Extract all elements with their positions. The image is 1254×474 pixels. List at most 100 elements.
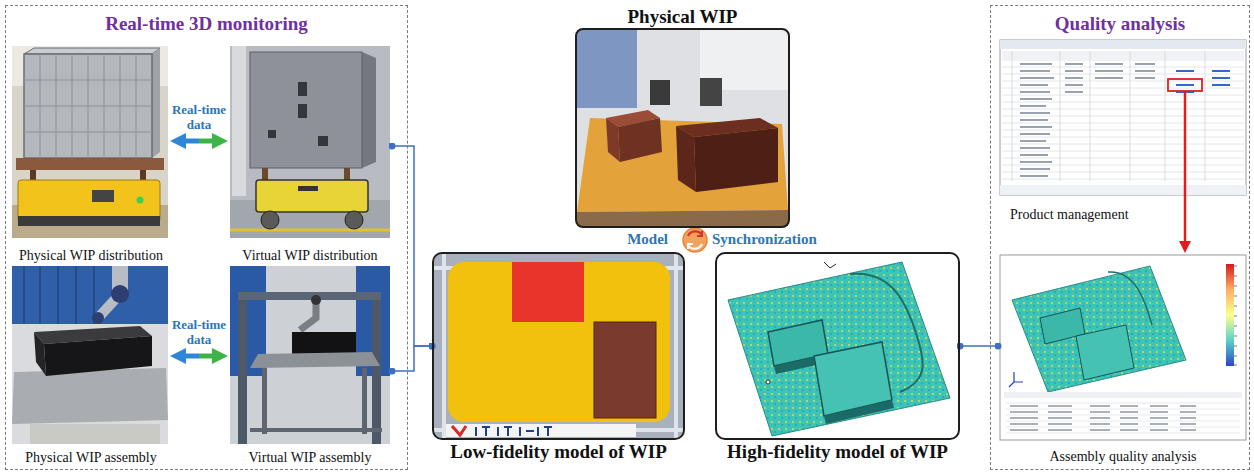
box-title: Physical WIP <box>537 6 828 28</box>
low-fidelity-render-part <box>446 424 636 437</box>
quality-screenshot-part <box>1076 325 1134 380</box>
photo-panel: Physical WIP assembly <box>12 266 170 466</box>
agv-render-part <box>298 82 307 96</box>
agv-photo-part <box>140 170 146 180</box>
wip-photo-part <box>676 126 696 192</box>
agv-render-part <box>230 46 390 238</box>
agv-photo-part <box>24 54 152 158</box>
agv-photo-part <box>137 197 144 204</box>
table-screenshot-part <box>1184 91 1187 223</box>
agv-photo-part <box>18 216 160 226</box>
agv-render-part <box>268 130 276 138</box>
image-caption: Product management <box>1010 207 1129 223</box>
table-screenshot-part <box>1000 40 1246 49</box>
low-fidelity-render-part <box>434 254 683 438</box>
quality-screenshot-part <box>1000 255 1246 440</box>
assembly-render-part <box>292 332 356 354</box>
wip-photo-part <box>700 78 722 106</box>
assembly-photo-part <box>30 424 160 444</box>
agv-photo-part <box>24 54 152 158</box>
quality-screenshot-part <box>1226 264 1234 366</box>
agv-render-part <box>250 52 362 168</box>
photo-box: Physical WIP <box>575 28 790 228</box>
dashed-panel: Physical WIP distributionVirtual WIP dis… <box>5 5 408 470</box>
wip-photo-part <box>577 210 788 226</box>
assembly-render-part <box>230 266 390 444</box>
assembly-render-part <box>250 352 380 368</box>
assembly-photo-part <box>12 266 168 324</box>
assembly-render-part <box>250 428 382 432</box>
image-caption: Assembly quality analysis <box>992 449 1254 465</box>
wip-photo-part <box>577 30 637 108</box>
connector <box>392 346 432 371</box>
wip-photo <box>577 30 788 226</box>
assembly-photo-part <box>92 312 104 324</box>
quality-screenshot-part <box>1010 406 1196 430</box>
low-fidelity-render-part <box>448 262 670 422</box>
quality-screenshot <box>1000 255 1246 440</box>
table-screenshot-part <box>1002 60 1244 179</box>
wip-photo-part <box>694 128 778 192</box>
table-screenshot-part <box>1002 51 1244 59</box>
image-caption: Physical WIP assembly <box>6 450 176 466</box>
box-caption: Low-fidelity model of WIP <box>394 441 723 463</box>
low-fidelity-render-part <box>594 322 656 418</box>
image-caption: Virtual WIP distribution <box>222 248 398 264</box>
connector-group <box>178 141 1185 371</box>
sync-icon <box>683 228 707 252</box>
sync-icon-part <box>688 244 693 249</box>
sync-label: Model <box>598 231 668 248</box>
screenshot-panel: Assembly quality analysis <box>998 253 1248 465</box>
assembly-render <box>230 266 390 444</box>
quality-screenshot-part <box>1108 272 1152 325</box>
render-panel: Virtual WIP distribution <box>228 46 392 264</box>
connector <box>392 146 432 346</box>
sync-icon-part <box>683 228 707 252</box>
agv-render-part <box>298 186 318 191</box>
wip-photo-part <box>577 30 788 226</box>
assembly-photo-part <box>24 266 94 324</box>
table-screenshot-part <box>1000 40 1246 195</box>
connector-line <box>392 346 432 371</box>
table-screenshot <box>1000 40 1246 223</box>
connector-line <box>178 354 199 359</box>
agv-photo <box>12 46 168 238</box>
sync-icon-part <box>688 231 702 236</box>
quality-screenshot-part <box>1012 266 1186 392</box>
edge-label: Real-time data <box>170 102 228 132</box>
table-screenshot-part <box>1065 64 1155 92</box>
edge-label: Real-time data <box>170 317 228 347</box>
connector <box>178 356 220 357</box>
high-fidelity-scan-part <box>717 254 958 438</box>
sync-label: Synchronization <box>712 231 842 248</box>
render-panel: Virtual WIP assembly <box>228 266 392 466</box>
sync-icon-part <box>697 231 702 236</box>
table-screenshot-part <box>1168 79 1202 91</box>
model-box: High-fidelity model of WIP <box>715 252 960 440</box>
assembly-photo-part <box>111 285 129 303</box>
agv-render-part <box>318 136 328 146</box>
dashed-panel: Product managementAssembly quality analy… <box>990 5 1250 470</box>
table-screenshot-part <box>1020 64 1054 176</box>
table-screenshot-part <box>1000 185 1246 195</box>
quality-screenshot-part <box>1009 372 1023 387</box>
assembly-render-part <box>311 295 321 305</box>
assembly-render-part <box>238 292 381 300</box>
agv-photo-part <box>24 48 160 54</box>
quality-screenshot-part <box>1004 392 1242 398</box>
table-screenshot-part <box>1176 71 1230 92</box>
assembly-photo <box>12 266 168 444</box>
assembly-photo-part <box>12 368 168 424</box>
wip-photo-part <box>577 118 788 212</box>
agv-render-part <box>298 104 307 118</box>
photo-panel: Physical WIP distribution <box>12 46 170 264</box>
high-fidelity-scan-part <box>824 400 894 424</box>
agv-render-part <box>362 52 376 168</box>
agv-render-part <box>261 211 279 229</box>
low-fidelity-render-part <box>512 262 584 322</box>
low-fidelity-render-part <box>434 254 683 438</box>
assembly-photo-part <box>44 336 152 376</box>
agv-photo-part <box>18 180 160 222</box>
